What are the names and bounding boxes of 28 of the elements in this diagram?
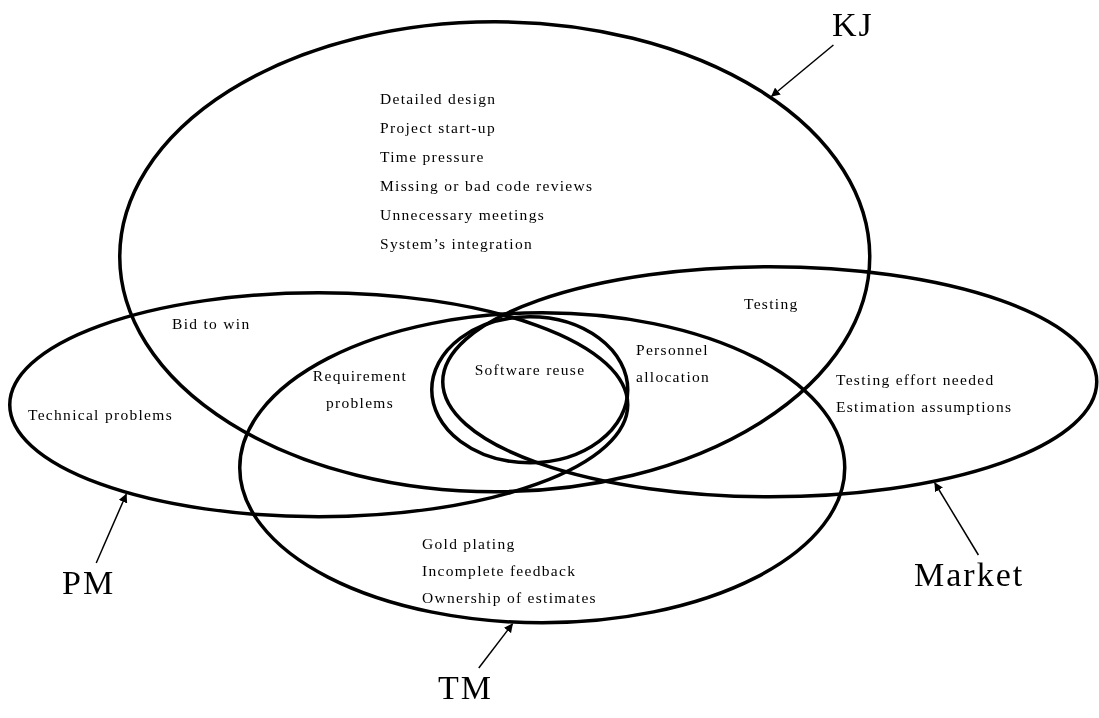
region-text: Missing or bad code reviews <box>380 178 594 195</box>
region-text: Estimation assumptions <box>836 399 1013 416</box>
set-label: KJ <box>832 8 874 42</box>
region-text: Testing effort needed <box>836 372 995 389</box>
arrow <box>478 623 514 669</box>
region-text: Technical problems <box>28 407 173 424</box>
set-label: TM <box>438 671 493 705</box>
set-ellipse <box>441 265 1099 499</box>
set-label: PM <box>62 566 116 600</box>
region-text: Gold plating <box>422 536 516 553</box>
region-text: Personnel allocation <box>636 340 712 387</box>
arrow <box>934 482 980 556</box>
region-text: Ownership of estimates <box>422 590 597 607</box>
region-text: Project start-up <box>380 120 496 137</box>
region-text: Testing <box>744 296 799 313</box>
region-text: Software reuse <box>473 361 587 380</box>
region-text: Detailed design <box>380 91 497 108</box>
set-ellipse <box>8 291 630 519</box>
region-text: Bid to win <box>172 316 251 333</box>
set-ellipse <box>430 315 630 465</box>
region-text: System’s integration <box>380 236 533 253</box>
arrow <box>770 44 835 98</box>
region-text: Incomplete feedback <box>422 563 577 580</box>
region-text: Unnecessary meetings <box>380 207 546 224</box>
arrow <box>95 493 128 564</box>
set-label: Market <box>914 558 1025 592</box>
region-text: Time pressure <box>380 149 485 166</box>
region-text: Requirement problems <box>311 366 409 413</box>
